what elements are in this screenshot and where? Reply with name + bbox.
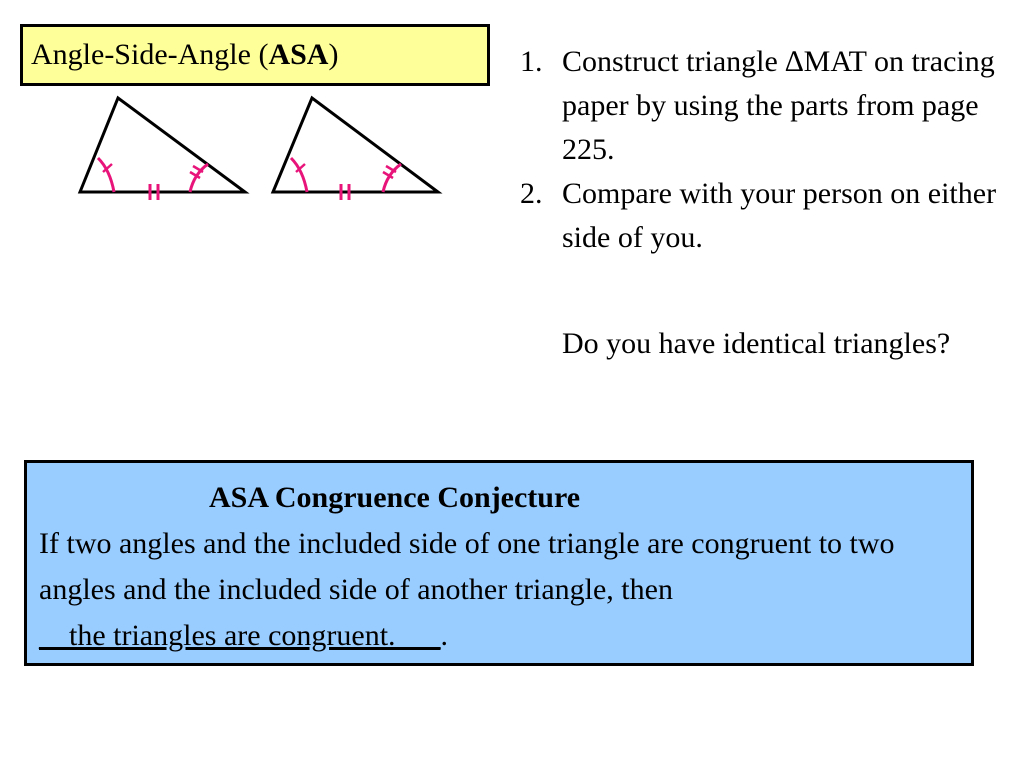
step-number: 1. [520,45,543,78]
step-number: 2. [520,177,543,210]
title-box: Angle-Side-Angle (ASA) [20,24,490,86]
conjecture-title: ASA Congruence Conjecture [209,481,581,514]
triangle-right [270,95,443,200]
title-prefix: Angle-Side-Angle ( [31,38,269,71]
step-item: 1. Construct triangle ∆MAT on tracing pa… [520,40,1010,172]
title-bold: ASA [268,38,329,71]
triangles-figure [77,95,443,200]
title-suffix: ) [328,38,339,71]
question-text: Do you have identical triangles? [562,327,951,360]
conjecture-answer: __the triangles are congruent.___ [39,619,441,652]
step-text: Compare with your person on either side … [562,177,997,254]
conjecture-text: If two angles and the included side of o… [39,527,895,606]
conjecture-box: ASA Congruence Conjecture If two angles … [24,460,974,666]
triangle-left [77,95,250,200]
step-text: Construct triangle ∆MAT on tracing paper… [562,45,995,166]
conjecture-body: If two angles and the included side of o… [39,521,961,659]
steps-list: 1. Construct triangle ∆MAT on tracing pa… [520,40,1010,260]
step-item: 2. Compare with your person on either si… [520,172,1010,260]
conjecture-end: . [440,619,449,652]
